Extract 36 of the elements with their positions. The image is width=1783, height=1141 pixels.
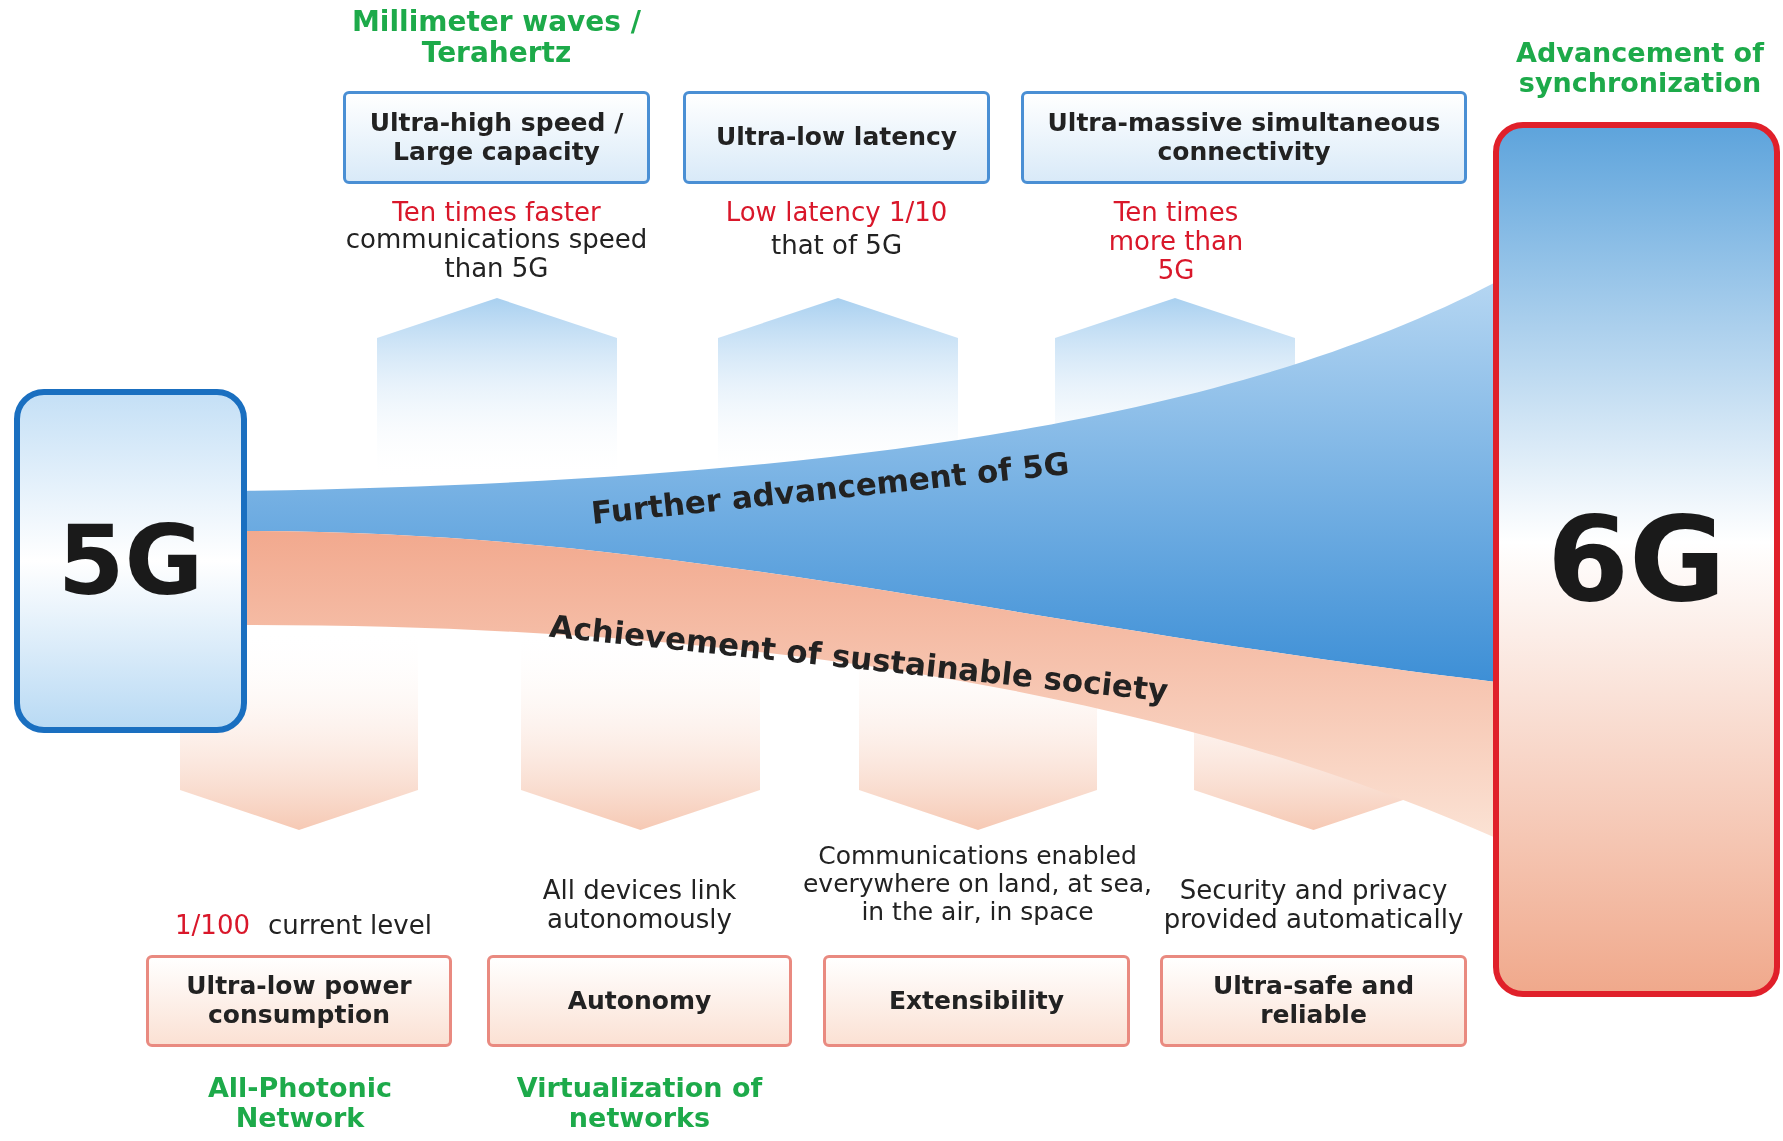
feature-label: Ultra-low latency xyxy=(715,123,958,152)
feature-note: Security and privacy provided automatically xyxy=(1162,876,1465,935)
feature-label: Ultra-low power consumption xyxy=(185,972,413,1030)
feature-note: Low latency 1/10 xyxy=(724,198,949,228)
feature-note: Communications enabled everywhere on land, at sea, in the air, in space xyxy=(801,842,1154,926)
feature-note: that of 5G xyxy=(769,231,904,261)
feature-label: Ultra-high speed / Large capacity xyxy=(368,108,625,167)
feature-note: Ten times faster xyxy=(391,198,602,228)
feature-note: 1/100 xyxy=(174,911,251,941)
feature-label: Ultra-safe and reliable xyxy=(1211,972,1416,1030)
edge-label: Achievement of sustainable society xyxy=(547,607,1170,709)
technology-note: Virtualization of networks xyxy=(515,1073,764,1134)
generation-box xyxy=(1493,122,1780,997)
technology-note: Millimeter waves / Terahertz xyxy=(351,6,642,69)
generation-label: 5G xyxy=(57,505,204,617)
technology-note: All-Photonic Network xyxy=(206,1073,394,1134)
feature-box xyxy=(146,955,452,1047)
feature-note: communications speed than 5G xyxy=(344,225,649,284)
feature-box xyxy=(343,91,650,184)
flow-band xyxy=(244,282,1496,682)
feature-note: Ten times more than 5G xyxy=(1107,198,1245,286)
technology-note: Advancement of synchronization xyxy=(1515,38,1766,99)
feature-label: Autonomy xyxy=(567,986,712,1016)
edge-label: Further advancement of 5G xyxy=(589,445,1071,531)
feature-box xyxy=(1160,955,1467,1047)
flow-band xyxy=(244,531,1496,838)
feature-note: All devices link autonomously xyxy=(541,876,738,935)
feature-note: current level xyxy=(267,911,433,941)
generation-box xyxy=(14,389,247,733)
generation-label: 6G xyxy=(1547,491,1726,628)
feature-box xyxy=(1021,91,1467,184)
feature-box xyxy=(823,955,1130,1047)
feature-label: Extensibility xyxy=(888,986,1065,1016)
feature-box xyxy=(487,955,792,1047)
feature-label: Ultra-massive simultaneous connectivity xyxy=(1046,108,1442,167)
feature-box xyxy=(683,91,990,184)
